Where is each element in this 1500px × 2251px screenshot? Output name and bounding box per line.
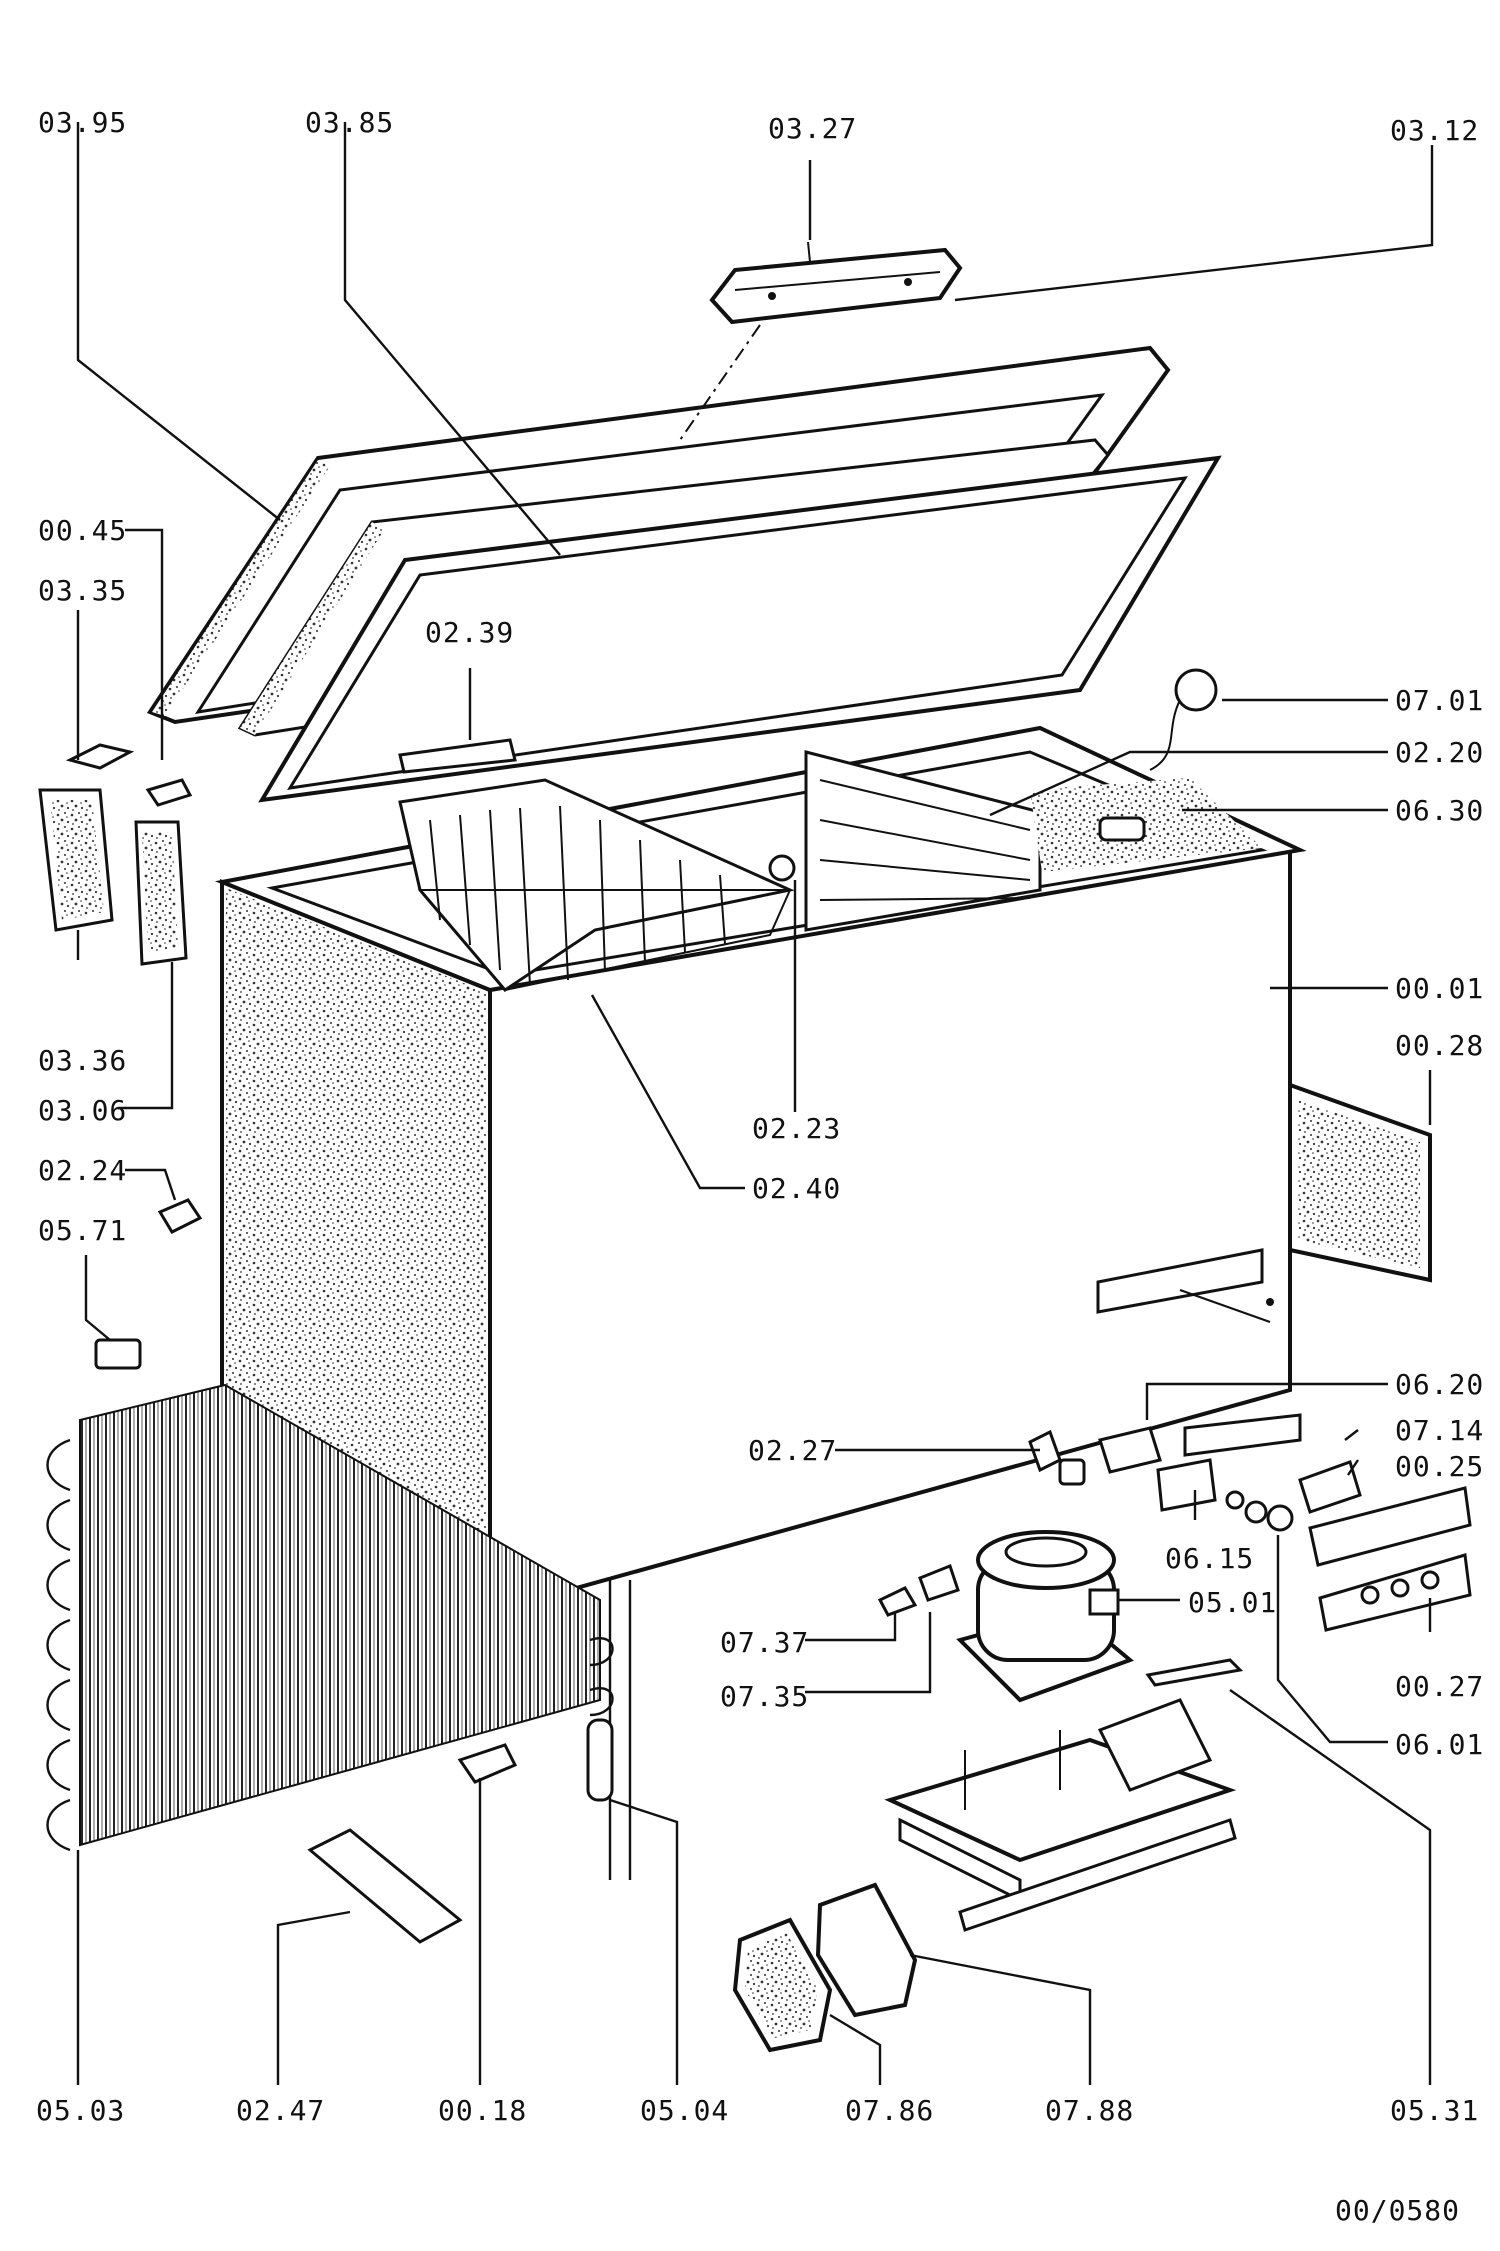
compressor — [956, 1530, 1244, 1703]
label-07-86: 07.86 — [845, 2094, 934, 2127]
part-number-labels: 03.95 03.85 03.27 03.12 00.45 03.35 02.3… — [36, 106, 1484, 2227]
power-plug — [1149, 668, 1218, 771]
label-06-15: 06.15 — [1165, 1542, 1254, 1575]
label-07-01: 07.01 — [1395, 684, 1484, 717]
condenser — [46, 1383, 632, 1880]
label-00-28: 00.28 — [1395, 1029, 1484, 1062]
lid-assembly — [146, 345, 1222, 803]
control-parts — [1028, 1413, 1472, 1632]
small-left-parts — [94, 1198, 518, 1944]
filter-drier — [586, 1718, 614, 1802]
wire-basket — [398, 778, 796, 992]
label-03-12: 03.12 — [1390, 114, 1479, 147]
label-06-30: 06.30 — [1395, 794, 1484, 827]
lid-handle — [679, 241, 963, 441]
small-lid-parts — [38, 738, 517, 966]
base-plate — [884, 1698, 1237, 1932]
label-02-47: 02.47 — [236, 2094, 325, 2127]
label-03-06: 03.06 — [38, 1094, 127, 1127]
label-05-01: 05.01 — [1188, 1586, 1277, 1619]
relay-covers — [732, 1882, 918, 2053]
label-03-95: 03.95 — [38, 106, 127, 139]
label-07-14: 07.14 — [1395, 1414, 1484, 1447]
label-05-04: 05.04 — [640, 2094, 729, 2127]
label-06-20: 06.20 — [1395, 1368, 1484, 1401]
label-07-88: 07.88 — [1045, 2094, 1134, 2127]
label-02-40: 02.40 — [752, 1172, 841, 1205]
label-07-35: 07.35 — [720, 1680, 809, 1713]
label-02-23: 02.23 — [752, 1112, 841, 1145]
leader-lines — [76, 122, 1434, 2085]
drawing-code: 00/0580 — [1335, 2194, 1460, 2227]
label-03-36: 03.36 — [38, 1044, 127, 1077]
label-05-71: 05.71 — [38, 1214, 127, 1247]
label-03-85: 03.85 — [305, 106, 394, 139]
label-03-27: 03.27 — [768, 112, 857, 145]
label-02-39: 02.39 — [425, 616, 514, 649]
label-00-01: 00.01 — [1395, 972, 1484, 1005]
label-00-45: 00.45 — [38, 514, 127, 547]
label-07-37: 07.37 — [720, 1626, 809, 1659]
label-03-35: 03.35 — [38, 574, 127, 607]
label-00-25: 00.25 — [1395, 1450, 1484, 1483]
label-02-27: 02.27 — [748, 1434, 837, 1467]
label-05-31: 05.31 — [1390, 2094, 1479, 2127]
label-02-20: 02.20 — [1395, 736, 1484, 769]
label-02-24: 02.24 — [38, 1154, 127, 1187]
label-00-27: 00.27 — [1395, 1670, 1484, 1703]
label-00-18: 00.18 — [438, 2094, 527, 2127]
label-05-03: 05.03 — [36, 2094, 125, 2127]
relay-parts — [877, 1564, 960, 1617]
label-06-01: 06.01 — [1395, 1728, 1484, 1761]
rear-grille — [1288, 1082, 1432, 1283]
